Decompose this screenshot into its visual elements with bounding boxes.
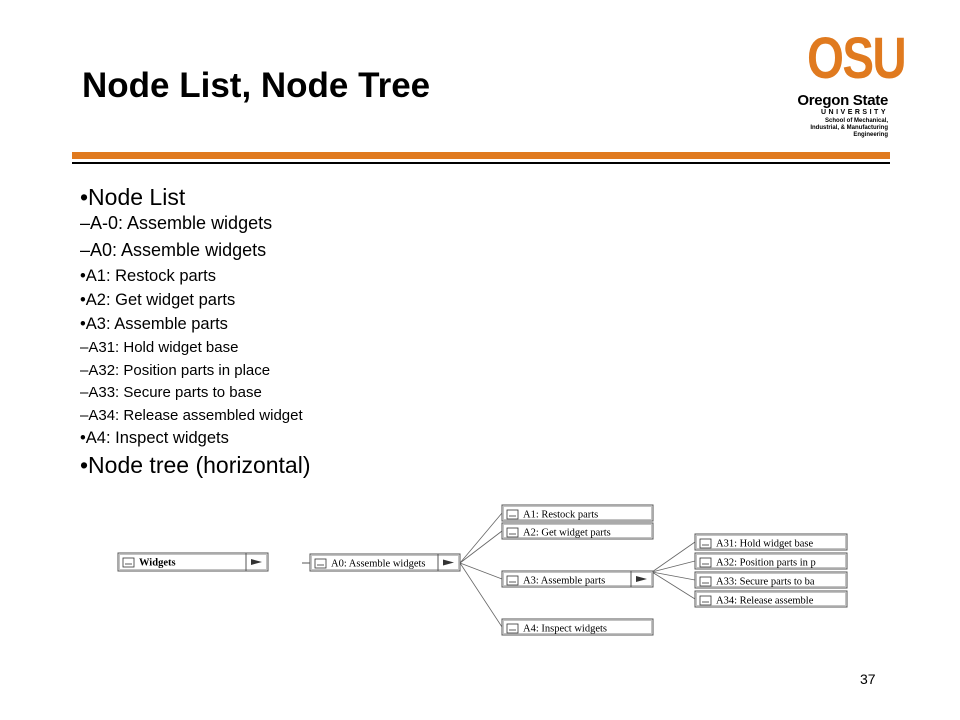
- osu-logo-department: School of Mechanical, Industrial, & Manu…: [788, 118, 888, 140]
- diagram-node-icon: [314, 558, 327, 569]
- tree-node-level1-label: A1: Restock parts: [523, 510, 598, 521]
- tree-node-root-label: Widgets: [139, 558, 176, 569]
- tree-node-level2-label: A32: Position parts in p: [716, 558, 816, 569]
- tree-node-a0-inner: [311, 555, 459, 570]
- slide-title: Node List, Node Tree: [82, 66, 431, 105]
- department-line: Engineering: [853, 132, 888, 139]
- tree-node-level2-label: A31: Hold widget base: [716, 539, 813, 550]
- bullet-item: –A0: Assemble widgets: [80, 240, 267, 260]
- bullet-item: –A31: Hold widget base: [80, 339, 239, 356]
- bullet-item: •Node List: [80, 184, 186, 210]
- tree-node-level2-box: [694, 533, 848, 551]
- tree-connector: [651, 560, 696, 573]
- tree-connector: [459, 512, 503, 564]
- tree-node-level1-label: A3: Assemble parts: [523, 576, 605, 587]
- bullet-item: –A34: Release assembled widget: [80, 406, 303, 424]
- header-rule-orange: [72, 152, 890, 159]
- tree-node-root-box: [117, 552, 269, 572]
- department-line: School of Mechanical,: [824, 118, 888, 124]
- osu-logo-university: UNIVERSITY: [820, 109, 888, 116]
- tree-connector: [651, 541, 696, 573]
- diagram-node-icon: [506, 575, 519, 586]
- osu-logo: OSU Oregon State UNIVERSITY School of Me…: [795, 30, 906, 150]
- osu-logo-name: Oregon State: [797, 92, 888, 109]
- tree-connector: [459, 562, 503, 580]
- tree-node-level1-inner: [503, 524, 652, 538]
- bullet-item: •A2: Get widget parts: [80, 291, 236, 309]
- tree-node-level1-inner: [503, 620, 652, 634]
- bullet-item: –A-0: Assemble widgets: [80, 213, 273, 233]
- header-rule-black: [72, 162, 890, 164]
- tree-node-level1-inner: [503, 572, 652, 586]
- diagram-node-icon: [699, 538, 712, 549]
- diagram-node-icon: [699, 557, 712, 568]
- expand-arrow-icon: [251, 559, 262, 565]
- tree-node-level2-inner: [696, 573, 846, 587]
- diagram-node-icon: [699, 595, 712, 606]
- tree-node-level1-box: [501, 504, 654, 522]
- tree-node-level2-box: [694, 571, 848, 589]
- tree-node-root-inner: [119, 554, 267, 570]
- tree-node-level2-box: [694, 552, 848, 570]
- tree-node-level1-box: [501, 570, 654, 588]
- tree-node-a0-box: [309, 553, 461, 572]
- bullet-item: •A4: Inspect widgets: [80, 429, 229, 447]
- diagram-node-icon: [506, 623, 519, 634]
- department-line: Industrial, & Manufacturing: [810, 125, 888, 132]
- tree-node-level1-label: A2: Get widget parts: [523, 528, 611, 539]
- tree-connector: [459, 562, 503, 628]
- diagram-node-icon: [506, 509, 519, 520]
- osu-logo-mark: OSU: [807, 26, 907, 91]
- tree-connector: [651, 571, 696, 581]
- tree-node-a0-label: A0: Assemble widgets: [331, 559, 426, 570]
- tree-node-level2-label: A33: Secure parts to ba: [716, 577, 815, 588]
- tree-node-level1-box: [501, 522, 654, 540]
- bullet-item: •A3: Assemble parts: [80, 315, 228, 333]
- node-tree-diagram: Widgets A0: Assemble widgets A1: Restock p…: [117, 504, 848, 636]
- bullet-item: •A1: Restock parts: [80, 267, 216, 285]
- expand-arrow-icon: [443, 559, 454, 566]
- tree-connector: [459, 530, 503, 564]
- tree-node-level1-box: [501, 618, 654, 636]
- tree-node-level1-inner: [503, 506, 652, 520]
- diagram-node-icon: [699, 576, 712, 587]
- bullet-item: •Node tree (horizontal): [80, 452, 311, 478]
- bullet-item: –A32: Position parts in place: [80, 361, 271, 379]
- tree-node-level1-label: A4: Inspect widgets: [523, 624, 607, 635]
- diagram-node-icon: [122, 557, 135, 568]
- tree-node-level2-label: A34: Release assemble: [716, 596, 814, 607]
- expand-arrow-icon: [636, 576, 647, 582]
- diagram-node-icon: [506, 527, 519, 538]
- bullet-item: –A33: Secure parts to base: [80, 384, 262, 401]
- page-number: 37: [860, 671, 876, 687]
- tree-connector: [651, 571, 696, 600]
- node-list-bullets: •Node List –A-0: Assemble widgets –A0: Ass…: [80, 186, 311, 482]
- tree-node-level2-inner: [696, 592, 846, 606]
- tree-node-level2-box: [694, 590, 848, 608]
- tree-node-level2-inner: [696, 554, 846, 568]
- tree-node-level2-inner: [696, 535, 846, 549]
